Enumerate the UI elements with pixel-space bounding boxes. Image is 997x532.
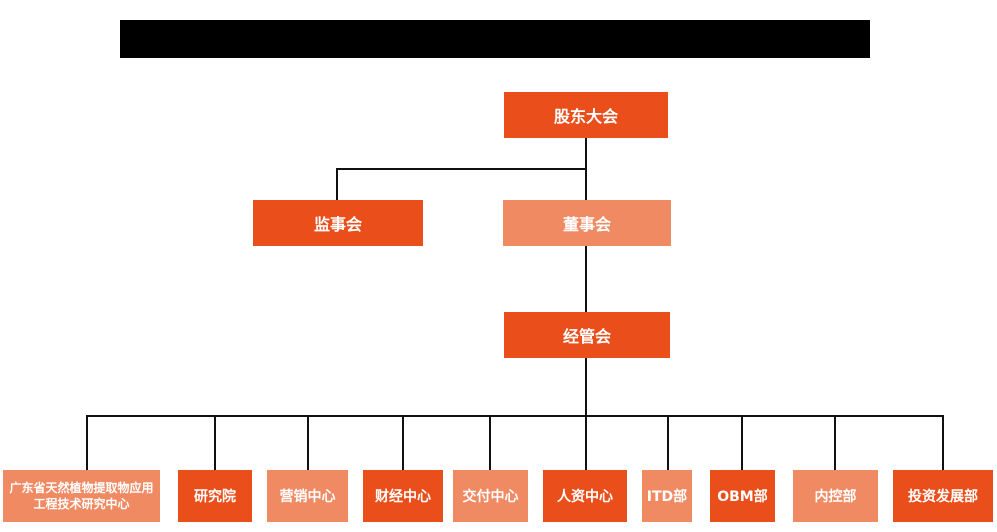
node-shareholders-meeting: 股东大会 — [504, 92, 668, 138]
connector-directors-management — [585, 246, 587, 312]
connector-stub-investment-dev — [942, 415, 944, 470]
connector-stub-delivery-center — [489, 415, 491, 470]
connector-to-supervisors — [336, 168, 338, 200]
connector-stub-research-center — [86, 415, 88, 470]
node-board-of-supervisors: 监事会 — [253, 200, 423, 246]
node-internal-control-dept: 内控部 — [793, 470, 878, 522]
connector-bottom-horizontal — [86, 415, 944, 417]
node-research-center: 广东省天然植物提取物应用工程技术研究中心 — [3, 470, 160, 522]
node-hr-center: 人资中心 — [543, 470, 627, 522]
connector-shareholders-down — [585, 138, 587, 169]
connector-stub-marketing-center — [307, 415, 309, 470]
redacted-title-bar — [120, 20, 870, 58]
connector-management-down — [585, 358, 587, 416]
node-research-institute: 研究院 — [178, 470, 252, 522]
node-delivery-center: 交付中心 — [453, 470, 528, 522]
node-obm-dept: OBM部 — [710, 470, 775, 522]
connector-stub-internal-control — [834, 415, 836, 470]
connector-stub-obm-dept — [741, 415, 743, 470]
connector-top-horizontal — [336, 168, 587, 170]
node-board-of-directors: 董事会 — [503, 200, 671, 246]
connector-stub-research-institute — [214, 415, 216, 470]
connector-stub-hr-center — [585, 415, 587, 470]
node-itd-dept: ITD部 — [642, 470, 692, 522]
node-finance-center: 财经中心 — [363, 470, 443, 522]
node-management-committee: 经管会 — [504, 312, 670, 358]
node-investment-development-dept: 投资发展部 — [893, 470, 993, 522]
connector-stub-finance-center — [402, 415, 404, 470]
connector-to-directors — [585, 168, 587, 200]
connector-stub-itd-dept — [667, 415, 669, 470]
node-marketing-center: 营销中心 — [267, 470, 348, 522]
